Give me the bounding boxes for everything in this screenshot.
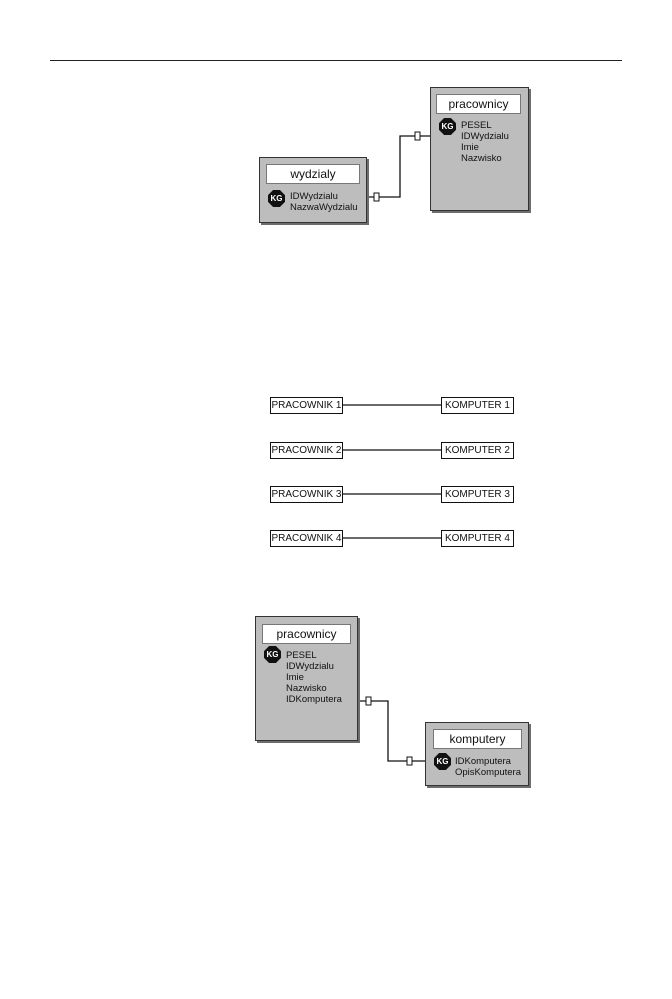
relation-end-marker [365, 696, 372, 706]
relation-end-marker [406, 756, 413, 766]
field-name: IDKomputera [286, 694, 342, 705]
table-pracownicy-2[interactable]: pracownicy KG PESEL IDWydzialu Imie Nazw… [255, 616, 358, 741]
table-title: pracownicy [436, 94, 521, 114]
table-title: wydzialy [266, 164, 360, 184]
field-name: IDWydzialu [461, 131, 509, 142]
field-name: Imie [286, 672, 304, 683]
field-name: OpisKomputera [455, 767, 522, 778]
entity-box-pracownik-4[interactable]: PRACOWNIK 4 [270, 530, 343, 547]
entity-box-komputer-3[interactable]: KOMPUTER 3 [441, 486, 514, 503]
field-name: PESEL [286, 650, 317, 661]
relation-end-marker [414, 131, 421, 141]
entity-box-komputer-4[interactable]: KOMPUTER 4 [441, 530, 514, 547]
table-title: pracownicy [262, 624, 351, 644]
primary-key-icon: KG [264, 646, 281, 663]
table-komputery[interactable]: komputery KG IDKomputera OpisKomputera [425, 722, 529, 786]
table-pracownicy[interactable]: pracownicy KG PESEL IDWydzialu Imie Nazw… [430, 87, 529, 211]
primary-key-icon: KG [434, 753, 451, 770]
field-name: IDWydzialu [286, 661, 334, 672]
entity-box-pracownik-2[interactable]: PRACOWNIK 2 [270, 442, 343, 459]
field-name: Imie [461, 142, 479, 153]
entity-box-komputer-2[interactable]: KOMPUTER 2 [441, 442, 514, 459]
field-name: IDWydzialu [290, 191, 338, 202]
field-name: PESEL [461, 120, 492, 131]
entity-box-komputer-1[interactable]: KOMPUTER 1 [441, 397, 514, 414]
entity-box-pracownik-3[interactable]: PRACOWNIK 3 [270, 486, 343, 503]
relation-end-marker [373, 192, 380, 202]
field-list: IDWydzialu NazwaWydzialu [290, 191, 358, 213]
table-wydzialy[interactable]: wydzialy KG IDWydzialu NazwaWydzialu [259, 157, 367, 223]
header-rule [50, 60, 622, 61]
field-name: Nazwisko [286, 683, 327, 694]
primary-key-icon: KG [439, 118, 456, 135]
field-list: PESEL IDWydzialu Imie Nazwisko IDKompute… [286, 650, 342, 705]
field-name: IDKomputera [455, 756, 511, 767]
field-list: PESEL IDWydzialu Imie Nazwisko [461, 120, 509, 164]
field-name: Nazwisko [461, 153, 502, 164]
entity-box-pracownik-1[interactable]: PRACOWNIK 1 [270, 397, 343, 414]
primary-key-icon: KG [268, 190, 285, 207]
field-list: IDKomputera OpisKomputera [455, 756, 521, 778]
field-name: NazwaWydzialu [290, 202, 358, 213]
table-title: komputery [433, 729, 522, 749]
